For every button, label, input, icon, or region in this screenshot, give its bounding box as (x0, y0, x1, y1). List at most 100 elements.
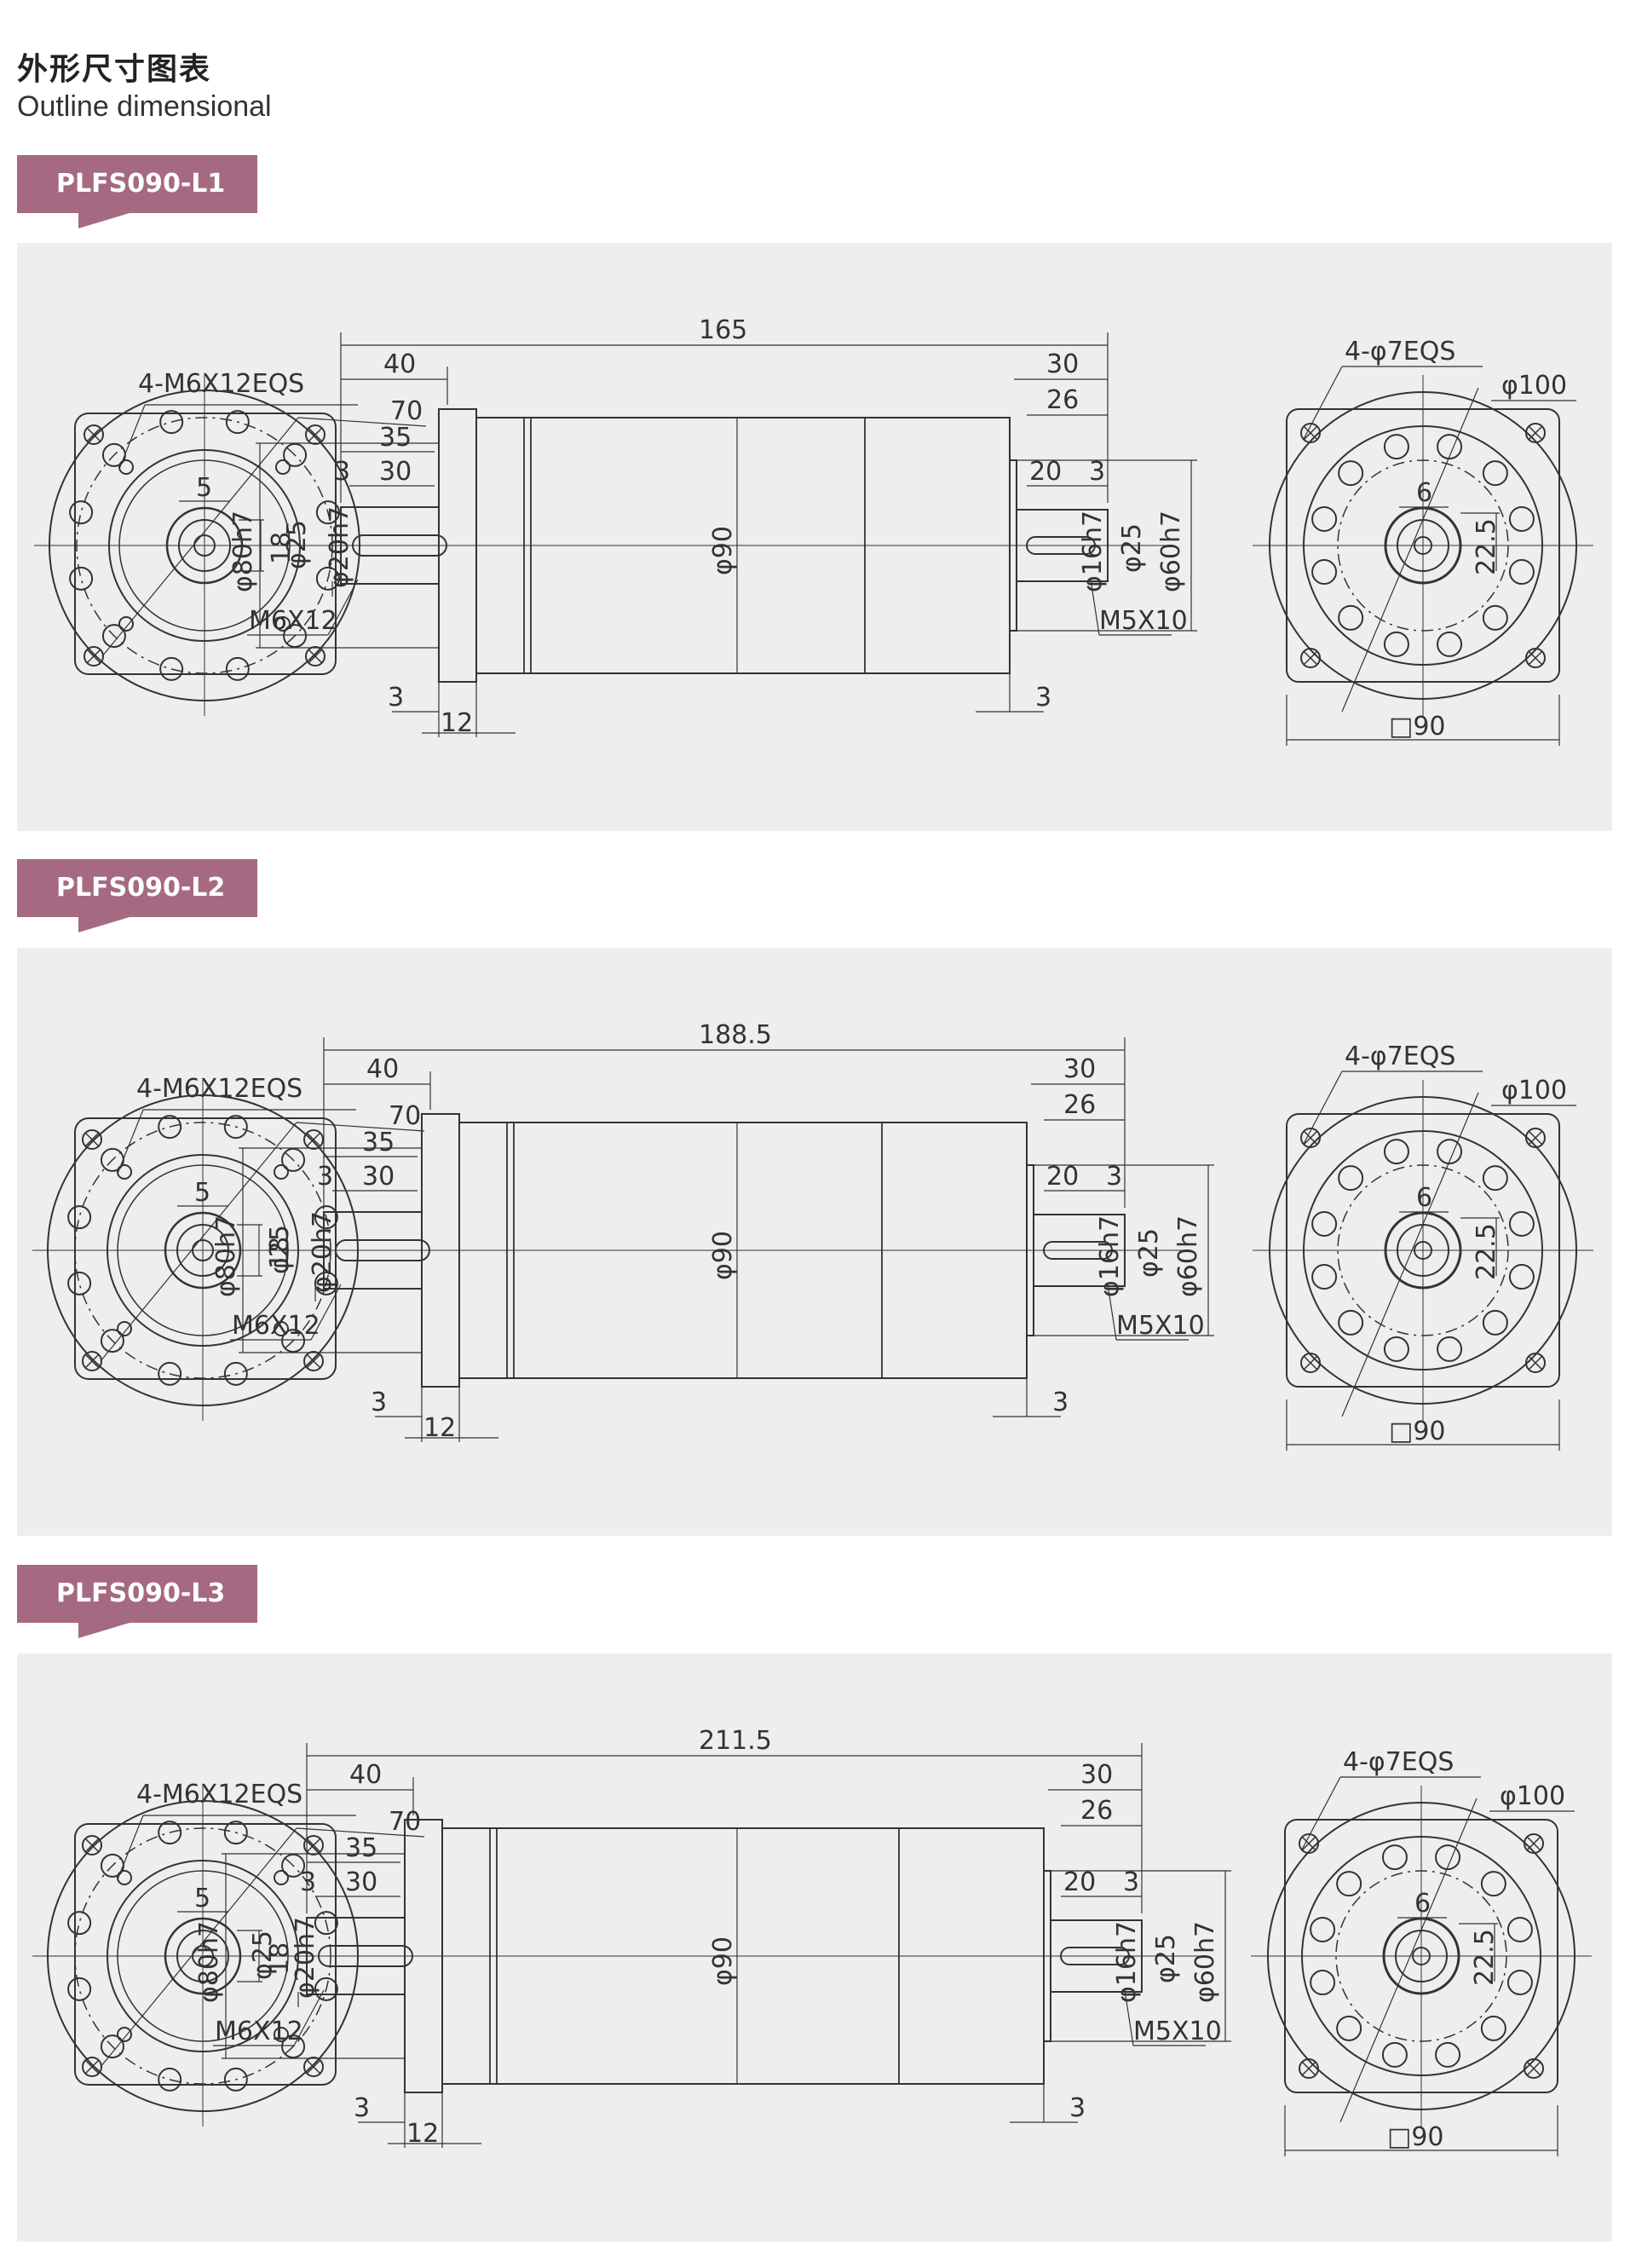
output-corner-hole (1299, 1833, 1319, 1854)
drawing-line (306, 1838, 321, 1853)
drawing-line (84, 2059, 100, 2075)
output-length-30: 30 (1046, 349, 1079, 379)
drawing-line (1303, 425, 1318, 441)
corner-hole (82, 1129, 102, 1150)
dia-90-label: φ90 (708, 1231, 738, 1280)
drawing-line (1303, 1355, 1318, 1371)
bolt-hole (67, 1271, 92, 1296)
corner-hole (303, 1351, 324, 1371)
corner-hole (303, 2057, 324, 2077)
bolt-hole (159, 656, 184, 681)
total-length-label: 211.5 (699, 1726, 772, 1756)
bolt-hole (283, 624, 308, 649)
drawing-line (118, 404, 146, 470)
drawing-line (100, 1122, 297, 1362)
bolt-hole (314, 1977, 338, 2001)
output-bolt-hole (1508, 1210, 1535, 1237)
flange-hole-label: 4-M6X12EQS (138, 369, 304, 399)
output-bolt-hole (1508, 505, 1535, 532)
output-bolt-hole (1383, 1336, 1409, 1362)
output-bolt-hole (1383, 631, 1409, 657)
output-corner-hole (1524, 2058, 1544, 2079)
drawing-line (117, 1815, 144, 1880)
thread-m6x12-label: M6X12 (232, 1311, 320, 1341)
dia-25-label: φ25 (248, 1930, 278, 1980)
thread-m5x10-label: M5X10 (1099, 606, 1188, 636)
drawing-line (306, 2059, 321, 2075)
drawing-line (1090, 579, 1100, 636)
drawing-line (1526, 1836, 1541, 1851)
output-corner-hole (1525, 423, 1546, 443)
corner-hole (84, 424, 104, 445)
gap-3-left-label: 3 (354, 2093, 370, 2123)
drawing-line (308, 649, 323, 664)
page-title-cn: 外形尺寸图表 (17, 52, 212, 87)
output-corner-hole (1299, 2058, 1319, 2079)
output-length-20: 20 (1029, 457, 1062, 487)
output-bolt-hole (1482, 1309, 1508, 1336)
total-length-label: 188.5 (699, 1020, 772, 1050)
pcd-label: 70 (389, 1807, 421, 1837)
bolt-hole (67, 1977, 92, 2001)
drawing-line (297, 417, 427, 427)
dia-100-label: φ100 (1501, 1076, 1567, 1105)
corner-hole (305, 424, 325, 445)
dia-100-label: φ100 (1500, 1781, 1565, 1811)
output-hole-label: 4-φ7EQS (1343, 1747, 1454, 1777)
output-bolt-hole (1506, 1970, 1533, 1996)
shaft-height-label: 18 (265, 1237, 295, 1269)
drawing-line (306, 1353, 321, 1369)
bolt-hole (315, 500, 340, 525)
bolt-hole (101, 624, 126, 649)
dia-25-out-label: φ25 (1151, 1934, 1181, 1983)
output-corner-hole (1525, 1128, 1546, 1148)
output-bolt-hole (1383, 1139, 1409, 1165)
output-bolt-hole (1338, 1165, 1364, 1192)
output-length-30: 30 (1063, 1054, 1096, 1084)
gap-3-right-label: 3 (1052, 1388, 1069, 1417)
drawing-line (296, 1827, 425, 1838)
square-90-label: □90 (1387, 2122, 1444, 2152)
bolt-hole (315, 566, 340, 591)
corner-hole (82, 2057, 102, 2077)
dia-60h7-label: φ60h7 (1190, 1921, 1220, 2003)
bolt-hole (223, 2067, 248, 2092)
dia-20h7-label: φ20h7 (291, 1917, 320, 1999)
dia-20h7-label: φ20h7 (325, 506, 354, 588)
bolt-hole (314, 1911, 338, 1936)
bolt-hole (158, 1361, 182, 1386)
gap-3-left-label: 3 (371, 1388, 387, 1417)
output-corner-hole (1300, 1128, 1321, 1148)
shaft-height-label: 18 (265, 1942, 295, 1975)
drawing-line (1303, 1071, 1343, 1145)
drawing-line (101, 417, 299, 657)
model-tag: PLFS090-L1 (17, 155, 257, 228)
bolt-hole (158, 2067, 182, 2092)
bolt-hole (158, 1821, 182, 1845)
bolt-hole (100, 1329, 124, 1353)
bolt-hole (314, 1205, 338, 1230)
thread-m5x10-label: M5X10 (1133, 2017, 1222, 2046)
dia-80h7-label: φ80h7 (194, 1921, 224, 2003)
output-hole-label: 4-φ7EQS (1345, 337, 1455, 366)
output-bolt-hole (1336, 1871, 1362, 1897)
output-bolt-hole (1437, 1139, 1463, 1165)
output-length-26: 26 (1063, 1090, 1096, 1120)
bolt-hole (69, 500, 94, 525)
drawing-line (1528, 1130, 1543, 1146)
output-length-20: 20 (1063, 1867, 1096, 1897)
input-length-30: 30 (345, 1867, 377, 1897)
output-bolt-hole (1381, 2041, 1408, 2068)
output-bolt-hole (1437, 1336, 1463, 1362)
output-corner-hole (1300, 1353, 1321, 1373)
drawing-line (310, 1284, 342, 1341)
corner-hole (303, 1835, 324, 1855)
input-length-30: 30 (379, 457, 412, 487)
dia-25-out-label: φ25 (1134, 1228, 1164, 1278)
square-90-label: □90 (1389, 1417, 1446, 1446)
output-bolt-hole (1381, 1844, 1408, 1871)
bolt-hole (281, 1329, 306, 1353)
dia-90-label: φ90 (708, 1936, 738, 1986)
input-length-35: 35 (379, 423, 412, 453)
